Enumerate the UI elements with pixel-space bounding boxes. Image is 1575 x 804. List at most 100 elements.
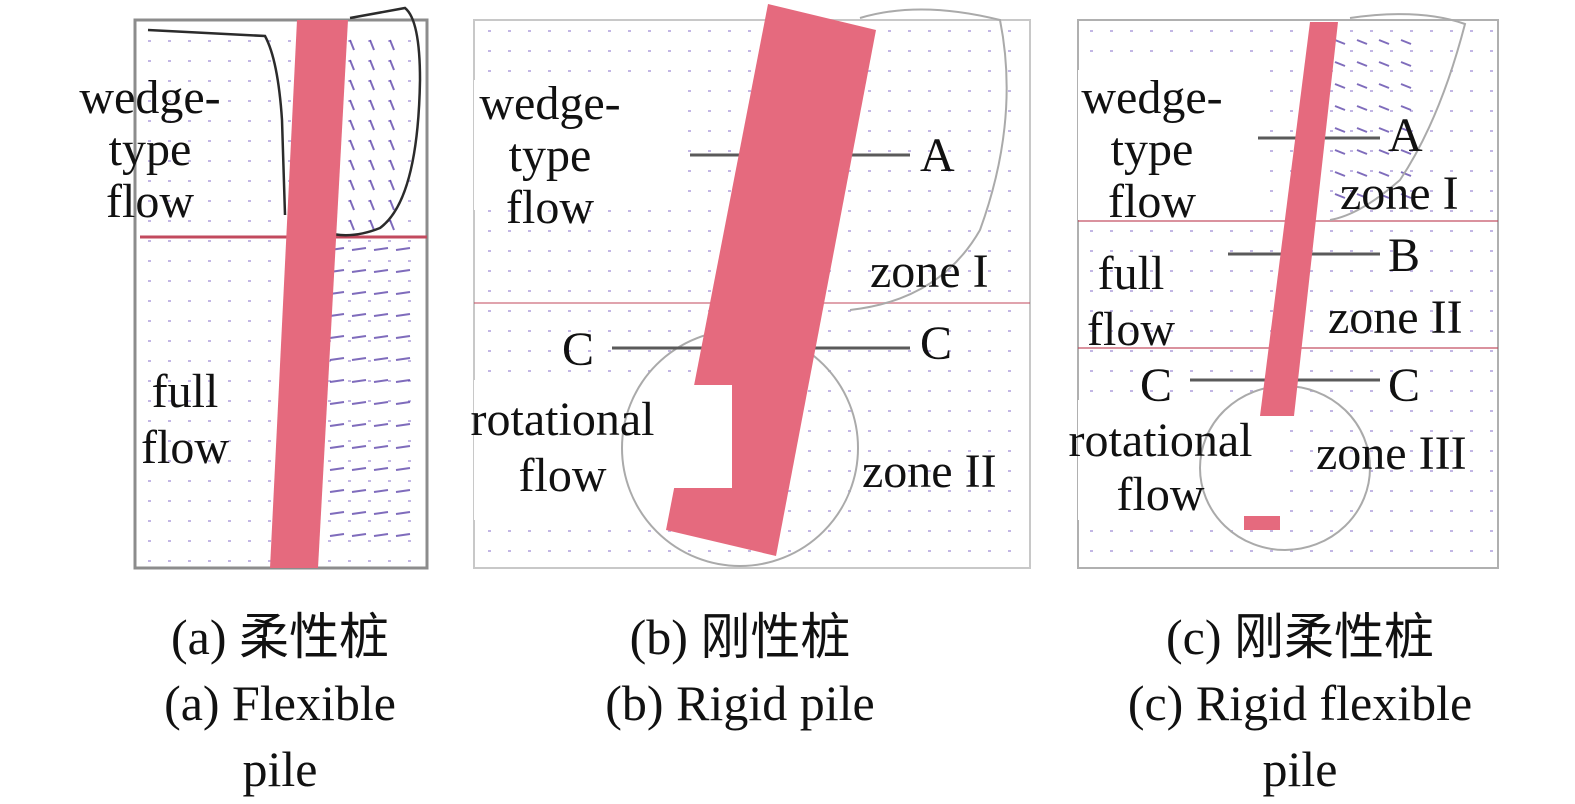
displacement-dot (168, 380, 171, 382)
displacement-dot (528, 310, 531, 312)
displacement-dot (1370, 150, 1373, 152)
displacement-dot (888, 30, 891, 32)
displacement-dot (148, 220, 151, 222)
displacement-dot (1290, 90, 1293, 92)
displacement-dot (1290, 130, 1293, 132)
displacement-dot (208, 180, 211, 182)
displacement-dot (1410, 70, 1413, 72)
displacement-dot (288, 160, 291, 162)
displacement-dot (648, 350, 651, 352)
displacement-dot (228, 240, 231, 242)
displacement-vector (349, 179, 355, 191)
displacement-dot (488, 30, 491, 32)
displacement-dot (1130, 230, 1133, 232)
displacement-dot (1450, 470, 1453, 472)
displacement-dot (1310, 430, 1313, 432)
displacement-dot (1130, 370, 1133, 372)
displacement-dot (708, 230, 711, 232)
displacement-dot (948, 110, 951, 112)
displacement-dot (1430, 430, 1433, 432)
displacement-dot (1390, 350, 1393, 352)
displacement-dot (968, 550, 971, 552)
displacement-dot (1430, 370, 1433, 372)
displacement-dot (788, 490, 791, 492)
displacement-dot (148, 140, 151, 142)
displacement-dot (1290, 30, 1293, 32)
displacement-dot (1330, 450, 1333, 452)
displacement-dot (868, 210, 871, 212)
displacement-dot (368, 340, 371, 342)
displacement-dot (348, 320, 351, 322)
displacement-dot (868, 270, 871, 272)
displacement-dot (1470, 450, 1473, 452)
displacement-dot (288, 120, 291, 122)
displacement-dot (528, 330, 531, 332)
displacement-dot (148, 40, 151, 42)
displacement-dot (908, 470, 911, 472)
displacement-dot (228, 420, 231, 422)
displacement-dot (1350, 110, 1353, 112)
displacement-dot (1250, 290, 1253, 292)
displacement-dot (1230, 30, 1233, 32)
displacement-dot (248, 280, 251, 282)
displacement-dot (828, 430, 831, 432)
displacement-dot (408, 260, 411, 262)
displacement-dot (1470, 170, 1473, 172)
panel-b-wedge-outline (849, 8, 1008, 311)
displacement-dot (1330, 230, 1333, 232)
displacement-dot (168, 300, 171, 302)
displacement-dot (1250, 30, 1253, 32)
displacement-dot (928, 390, 931, 392)
displacement-dot (1410, 330, 1413, 332)
displacement-dot (228, 520, 231, 522)
displacement-dot (208, 200, 211, 202)
displacement-dot (988, 170, 991, 172)
displacement-dot (648, 550, 651, 552)
panel-c-rot-line1: rotational (1068, 414, 1253, 467)
displacement-dot (888, 70, 891, 72)
displacement-dot (1110, 370, 1113, 372)
displacement-dot (408, 100, 411, 102)
displacement-dot (988, 90, 991, 92)
displacement-vector (373, 357, 389, 361)
displacement-dot (628, 210, 631, 212)
displacement-vector (395, 247, 411, 251)
displacement-dot (208, 120, 211, 122)
displacement-dot (488, 550, 491, 552)
displacement-dot (1410, 310, 1413, 312)
displacement-dot (548, 310, 551, 312)
displacement-dot (1450, 530, 1453, 532)
displacement-dot (228, 440, 231, 442)
displacement-dot (1270, 230, 1273, 232)
displacement-vector (351, 401, 367, 405)
displacement-dot (888, 430, 891, 432)
displacement-dot (508, 70, 511, 72)
displacement-dot (328, 520, 331, 522)
panel-a-full-line2: flow (141, 421, 229, 474)
displacement-dot (1490, 70, 1493, 72)
displacement-dot (208, 140, 211, 142)
displacement-dot (488, 330, 491, 332)
panel-c-rot-background (1078, 400, 1273, 520)
panel-b-wedge-label: wedge- type flow (460, 78, 640, 234)
displacement-dot (168, 340, 171, 342)
panel-c-caption: (c) 刚柔性桩 (c) Rigid flexible pile (1090, 604, 1510, 802)
displacement-dot (508, 330, 511, 332)
displacement-dot (168, 540, 171, 542)
displacement-dot (488, 350, 491, 352)
displacement-dot (1090, 330, 1093, 332)
displacement-dot (1190, 30, 1193, 32)
displacement-dot (588, 310, 591, 312)
displacement-vector (351, 511, 367, 515)
displacement-vector (369, 119, 375, 131)
displacement-dot (168, 60, 171, 62)
displacement-dot (1490, 190, 1493, 192)
displacement-dot (148, 400, 151, 402)
displacement-dot (588, 530, 591, 532)
displacement-dot (288, 80, 291, 82)
displacement-dot (188, 200, 191, 202)
displacement-dot (1470, 330, 1473, 332)
displacement-dot (1090, 350, 1093, 352)
displacement-dot (148, 260, 151, 262)
displacement-dot (848, 510, 851, 512)
